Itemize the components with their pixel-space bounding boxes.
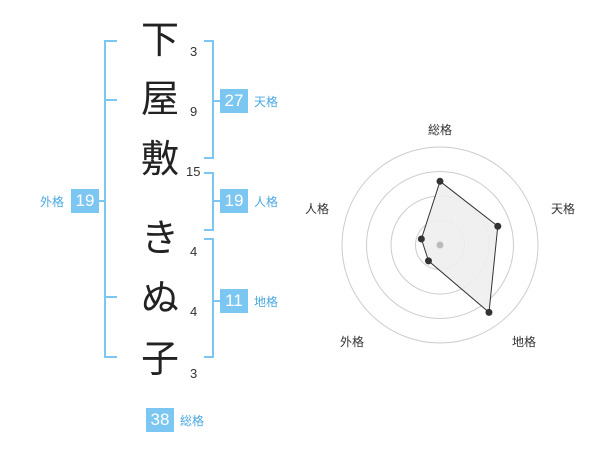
tenkaku-value-badge: 27 (220, 89, 248, 113)
stroke-count-2: 9 (190, 104, 198, 119)
radar-point-5 (417, 235, 425, 243)
radar-point-3 (485, 308, 493, 316)
radar-point-2 (494, 222, 502, 230)
tenkaku-label: 天格 (254, 95, 279, 109)
name-char-2: 屋 (140, 77, 179, 121)
name-char-1: 下 (140, 18, 179, 62)
name-char-3: 敷 (140, 137, 179, 181)
radar-center (436, 241, 444, 249)
radar-point-4 (424, 257, 432, 265)
radar-axis-label-tenkaku: 天格 (551, 201, 575, 216)
soukaku-value-badge: 38 (146, 408, 174, 432)
radar-data-area (420, 180, 499, 314)
stroke-count-5: 4 (190, 304, 198, 319)
name-char-5: ぬ (140, 276, 179, 320)
radar-axis-label-chikaku: 地格 (512, 334, 536, 349)
chikaku-value-badge: 11 (220, 289, 248, 313)
stroke-count-1: 3 (190, 44, 198, 59)
chikaku-label: 地格 (254, 295, 279, 309)
stroke-count-6: 3 (190, 366, 198, 381)
jinkaku-value-badge: 19 (220, 189, 248, 213)
radar-point-1 (436, 177, 444, 185)
gaikaku-value-badge: 19 (71, 189, 99, 213)
gaikaku-label: 外格 (40, 195, 65, 209)
radar-points (417, 177, 502, 316)
radar-axis-label-gaikaku: 外格 (340, 334, 364, 349)
name-char-4: き (140, 216, 179, 260)
radar-axis-label-jinkaku: 人格 (305, 201, 329, 216)
radar-axis-label-soukaku: 総格 (428, 122, 452, 137)
radar-ring-4 (341, 146, 539, 344)
stroke-count-3: 15 (186, 164, 201, 179)
soukaku-label: 総格 (180, 414, 205, 428)
radar-ring-3 (366, 171, 514, 319)
jinkaku-label: 人格 (254, 195, 279, 209)
name-char-6: 子 (140, 337, 179, 381)
stroke-count-4: 4 (190, 244, 198, 259)
